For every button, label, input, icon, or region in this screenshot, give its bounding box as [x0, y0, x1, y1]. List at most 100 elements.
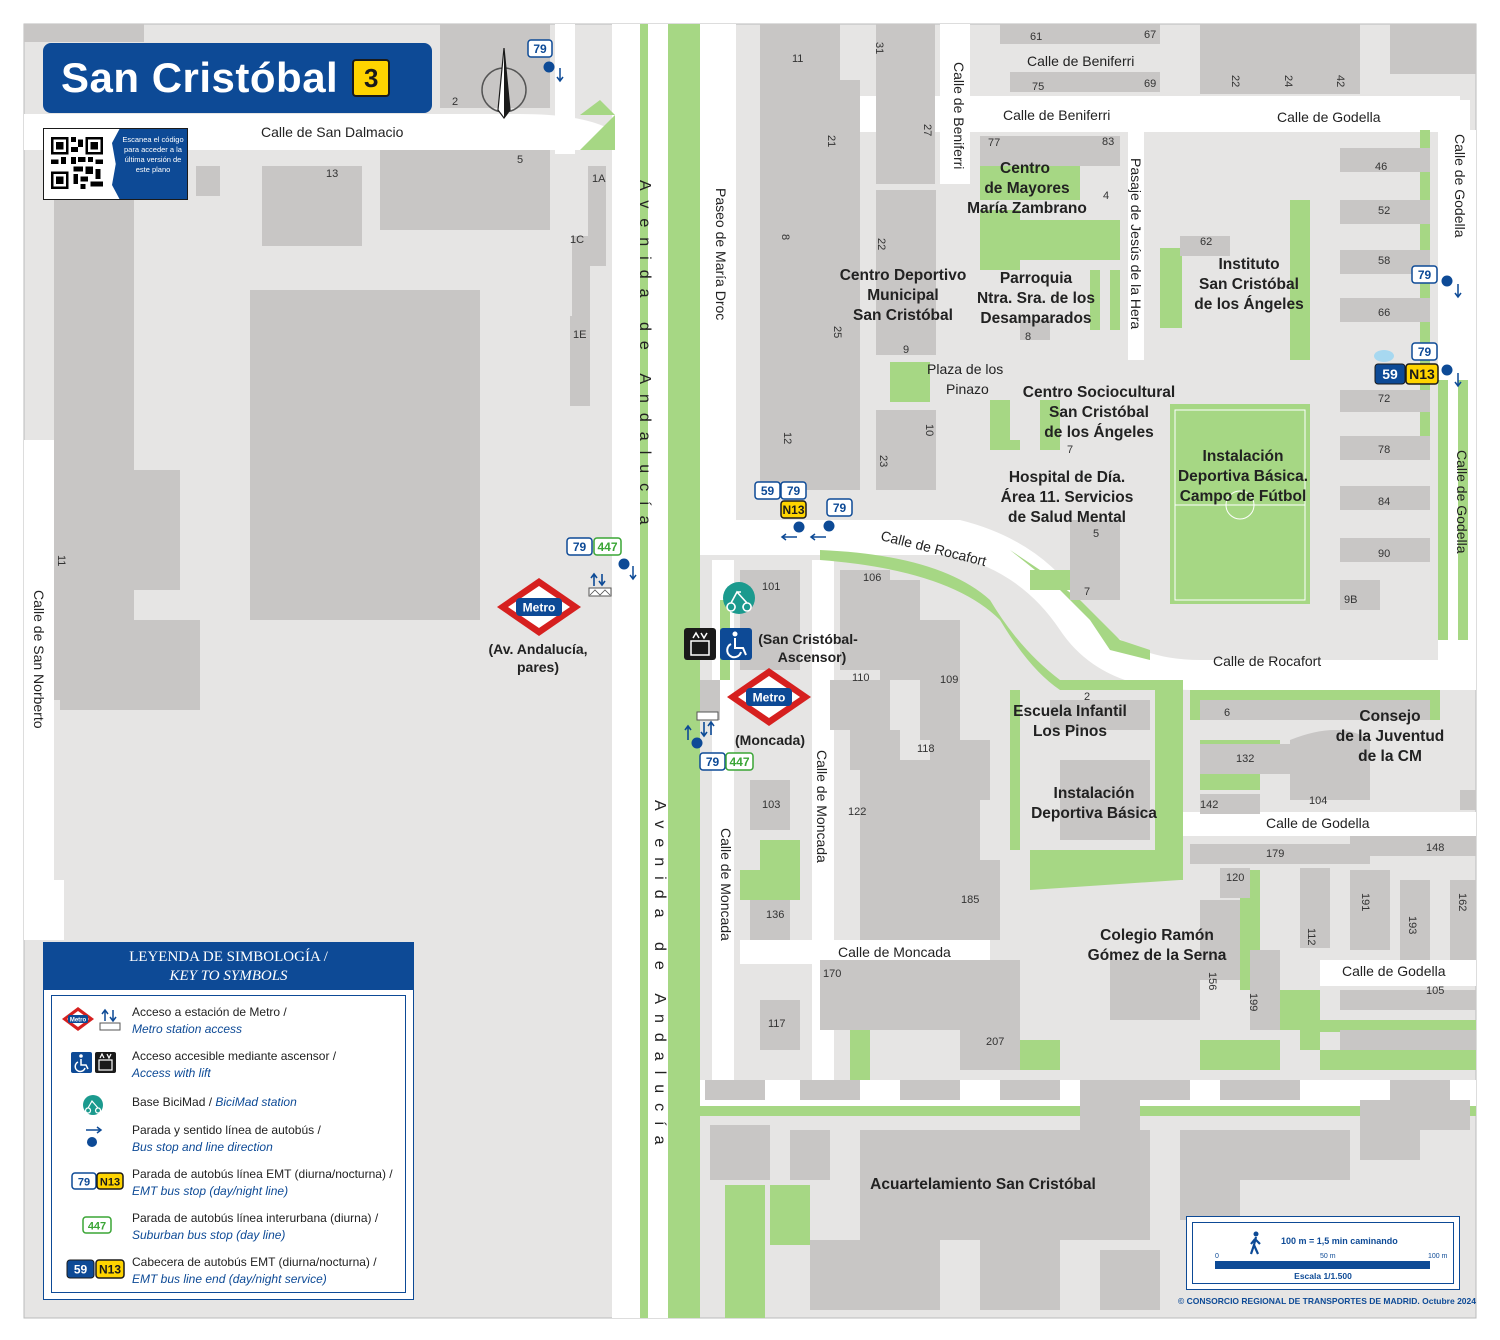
suburban-stop-legend-icon: 447	[82, 1216, 112, 1234]
bus-badge-79-text: 79	[1418, 345, 1432, 359]
house-number: 12	[781, 432, 793, 444]
bus-stop-79-north[interactable]: 79	[527, 39, 564, 83]
bus-badge-79	[1411, 265, 1438, 284]
poi-hospital-3: de Salud Mental	[1008, 509, 1126, 526]
street-godella-top: Calle de Godella	[1277, 109, 1381, 125]
bus-stop-79-447-andalucia[interactable]: 79 447	[566, 537, 637, 581]
house-number: 23	[877, 455, 889, 467]
house-number: 25	[831, 326, 843, 338]
scale-panel: 100 m = 1,5 min caminando 0 50 m 100 m E…	[1186, 1216, 1460, 1290]
house-number: 52	[1378, 205, 1390, 217]
house-number: 162	[1456, 893, 1468, 911]
wheelchair-icon-head	[732, 631, 738, 637]
bus-terminus-badge-n13	[1405, 363, 1439, 385]
direction-arrow-icon	[629, 566, 637, 581]
house-number: 148	[1426, 842, 1444, 854]
poi-consejo-3: de la CM	[1358, 748, 1422, 765]
metro-access-moncada[interactable]: Metro (Moncada)	[727, 668, 811, 748]
street-rocafort-east: Calle de Rocafort	[1213, 653, 1321, 669]
legend-body: Metro Acceso a estación de Metro /Metro …	[51, 995, 406, 1293]
poi-colegio-2: Gómez de la Serna	[1088, 947, 1227, 964]
bus-stop-dot	[543, 61, 555, 73]
direction-arrow-icon	[1454, 373, 1462, 388]
qr-code-icon[interactable]	[51, 137, 103, 189]
poi-consejo-2: de la Juventud	[1336, 728, 1445, 745]
bus-stop-79-rocafort[interactable]: 79	[809, 498, 853, 541]
scale-zero: 0	[1215, 1253, 1219, 1260]
house-number: 1A	[592, 173, 606, 185]
street-godella-mid: Calle de Godella	[1266, 815, 1370, 831]
metro-moncada-logo-bg	[746, 688, 792, 706]
house-number: 109	[940, 674, 958, 686]
bus-badge-79	[1411, 342, 1438, 361]
lift-icon-arrows	[692, 631, 708, 640]
bus-terminus-59-n13-godella[interactable]: 79 59 N13	[1374, 342, 1462, 388]
legend-busstop-en: Bus stop and line direction	[132, 1140, 273, 1154]
street-moncada-east: Calle de Moncada	[814, 750, 830, 863]
legend-row-metro: Metro Acceso a estación de Metro /Metro …	[52, 1002, 405, 1042]
emt-stop-legend-icon: 79 N13	[71, 1172, 124, 1190]
legend-suburban-en: Suburban bus stop (day line)	[132, 1228, 286, 1242]
bus-badge-59-text: 59	[761, 484, 775, 498]
bus-badge-n13	[780, 500, 807, 519]
poi-escuela-2: Los Pinos	[1033, 723, 1107, 740]
house-number: 61	[1030, 31, 1042, 43]
lift-icon	[684, 628, 716, 660]
bus-stop-59-79-n13-rocafort[interactable]: 59 79 N13	[754, 481, 807, 541]
house-number: 11	[792, 53, 803, 65]
poi-futbol-2: Deportiva Básica.	[1178, 468, 1308, 485]
bus-terminus-badge-59	[1374, 363, 1406, 385]
house-number: 62	[1200, 236, 1212, 248]
house-number: 106	[863, 572, 881, 584]
house-number: 122	[848, 806, 866, 818]
street-godella-right-upper: Calle de Godella	[1452, 134, 1468, 238]
house-number: 10	[923, 424, 935, 436]
terminus-legend-icon: 59 N13	[66, 1259, 125, 1279]
house-number: 118	[917, 743, 935, 755]
bicimad-station[interactable]	[723, 582, 755, 614]
svg-text:N13: N13	[99, 1263, 121, 1277]
poi-colegio-1: Colegio Ramón	[1100, 927, 1214, 944]
poi-escuela-1: Escuela Infantil	[1013, 703, 1127, 720]
metro-access-andalucia[interactable]: Metro (Av. Andalucía, pares)	[488, 578, 588, 675]
house-number: 185	[961, 894, 979, 906]
legend-row-terminus: 59 N13 Cabecera de autobús EMT (diurna/n…	[52, 1252, 405, 1292]
bus-stop-legend-icon	[86, 1126, 103, 1147]
bus-badge-79-text: 79	[1418, 268, 1432, 282]
bus-badge-79-text: 79	[833, 501, 847, 515]
qr-panel[interactable]: Escanea el código para acceder a la últi…	[43, 128, 188, 200]
house-number: 136	[766, 909, 784, 921]
street-beniferri-mid: Calle de Beniferri	[1003, 107, 1110, 123]
svg-text:Metro: Metro	[70, 1018, 87, 1024]
scale-walk-text: 100 m = 1,5 min caminando	[1281, 1236, 1398, 1246]
house-number: 191	[1359, 893, 1371, 911]
house-number: 13	[326, 168, 338, 180]
house-number: 9	[903, 344, 909, 356]
legend-title-en: KEY TO SYMBOLS	[169, 968, 288, 984]
bus-stop-dot	[691, 737, 703, 749]
svg-text:79: 79	[78, 1177, 90, 1189]
house-number: 84	[1378, 496, 1390, 508]
bus-stop-79-447-moncada[interactable]: 79 447	[691, 737, 754, 771]
metro-moncada-logo-text: Metro	[753, 691, 786, 705]
bus-stop-79-godella-upper[interactable]: 79	[1411, 265, 1462, 299]
bus-stop-dot	[1441, 364, 1453, 376]
house-number: 27	[921, 124, 933, 136]
street-andalucia-north: Avenida de Andalucía	[636, 180, 653, 535]
direction-arrow-icon	[780, 533, 797, 541]
poi-deportivo-2: Municipal	[867, 287, 938, 304]
legend-bicimad-en: BiciMad station	[215, 1095, 297, 1109]
house-number: 69	[1144, 78, 1156, 90]
legend-row-emt: 79 N13 Parada de autobús línea EMT (diur…	[52, 1164, 405, 1204]
copyright: © CONSORCIO REGIONAL DE TRANSPORTES DE M…	[1178, 1296, 1476, 1306]
house-number: 42	[1334, 75, 1346, 87]
house-number: 179	[1266, 848, 1284, 860]
house-number: 75	[1032, 81, 1044, 93]
street-moncada-west: Calle de Moncada	[718, 828, 734, 941]
lift-access[interactable]: (San Cristóbal- Ascensor)	[684, 628, 858, 665]
metro-logo-bg	[516, 598, 562, 616]
house-number: 1E	[573, 329, 586, 341]
scale-end: 100 m	[1428, 1253, 1448, 1260]
house-number: 142	[1200, 799, 1218, 811]
house-number: 8	[779, 234, 791, 240]
